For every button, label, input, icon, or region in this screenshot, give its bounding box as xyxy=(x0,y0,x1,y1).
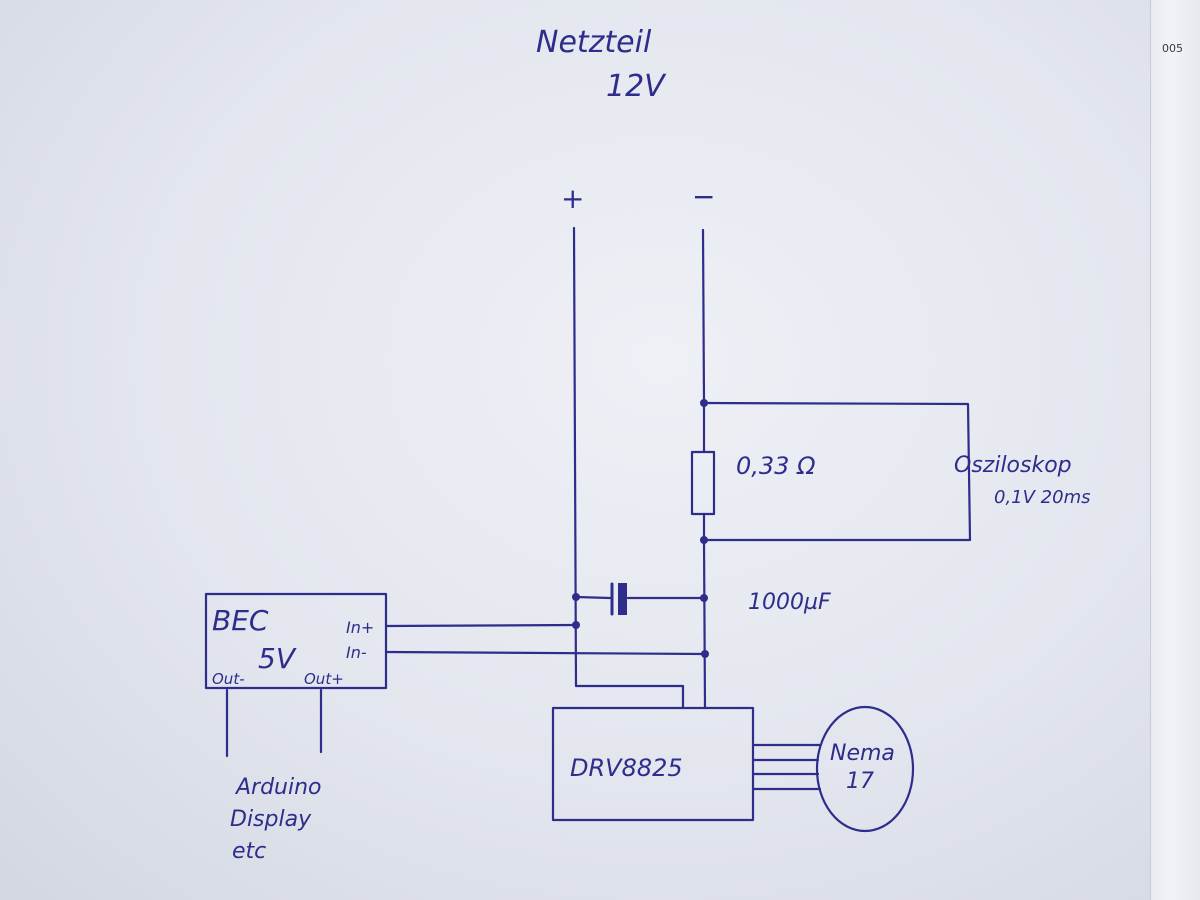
junction-dot xyxy=(700,399,708,407)
bec-voltage: 5V xyxy=(258,642,297,675)
junction-dot xyxy=(700,594,708,602)
bec-label: BEC xyxy=(212,604,269,637)
bec-input-minus-label: In- xyxy=(346,643,367,662)
nema17-motor xyxy=(815,705,915,833)
positive-rail-wire xyxy=(572,226,685,710)
adjacent-page-number: 005 xyxy=(1162,42,1183,55)
junction-dot xyxy=(572,593,580,601)
motor-label-line1: Nema xyxy=(830,741,895,766)
loads-label-line1: Arduino xyxy=(234,775,322,800)
driver-label: DRV8825 xyxy=(570,754,683,782)
junction-dot xyxy=(700,536,708,544)
adjacent-page-edge xyxy=(1150,0,1200,900)
negative-terminal-symbol: − xyxy=(692,180,715,213)
capacitor-lead-left xyxy=(574,595,612,600)
drv8825-driver xyxy=(551,706,755,822)
loads-label-line3: etc xyxy=(232,839,266,864)
capacitor-plate-right xyxy=(618,583,627,615)
bec-input-plus-wire xyxy=(384,623,578,628)
capacitor-value: 1000µF xyxy=(748,590,831,615)
shunt-resistor-value: 0,33 Ω xyxy=(736,452,816,480)
bec-module xyxy=(204,592,388,690)
bec-input-minus-wire xyxy=(384,650,707,656)
negative-rail-wire-upper xyxy=(701,228,706,454)
shunt-resistor xyxy=(690,450,716,516)
motor-label-line2: 17 xyxy=(846,769,874,794)
oscilloscope-label: Osziloskop xyxy=(954,453,1072,478)
bec-input-plus-label: In+ xyxy=(346,618,374,637)
power-supply-label: Netzteil xyxy=(536,25,652,60)
oscilloscope-probe-wires xyxy=(702,401,972,542)
positive-terminal-symbol: + xyxy=(561,182,584,215)
loads-label-line2: Display xyxy=(230,807,312,832)
bec-output-plus-label: Out+ xyxy=(304,670,344,688)
power-supply-voltage: 12V xyxy=(606,69,667,104)
oscilloscope-setting: 0,1V 20ms xyxy=(994,487,1090,508)
bec-output-minus-label: Out- xyxy=(212,670,245,688)
